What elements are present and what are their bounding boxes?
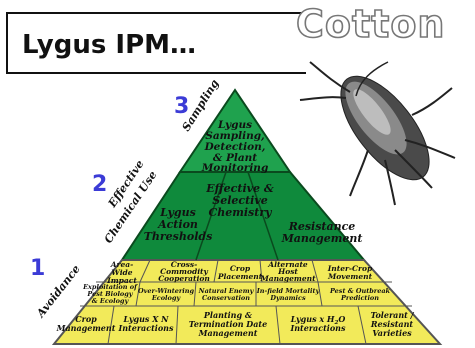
apex-line-5: Monitoring — [201, 162, 269, 174]
base-natural-enemy-line-2: Conservation — [202, 294, 250, 302]
middle-center-line-3: Chemistry — [208, 206, 273, 219]
base-crop-placement-line-2: Placement — [217, 272, 263, 281]
base-crop-management-line-2: Management — [56, 323, 116, 333]
tier-number-2: 2 — [92, 172, 107, 197]
middle-right-line-2: Management — [281, 232, 363, 245]
base-overwintering-line-2: Ecology — [151, 294, 182, 302]
base-alternate-line-3: Management — [259, 274, 316, 283]
base-tolerant-line-3: Varieties — [372, 328, 412, 338]
tier-number-1: 1 — [30, 256, 45, 281]
base-lygus-n-line-2: Interactions — [117, 323, 174, 333]
tier-number-3: 3 — [174, 94, 189, 119]
base-infield-line-2: Dynamics — [269, 294, 306, 302]
base-intercrop-line-2: Movement — [327, 272, 373, 281]
base-cross-line-3: Cooperation — [158, 274, 210, 283]
base-planting-line-3: Management — [198, 328, 258, 338]
lygus-bug-illustration — [300, 62, 455, 205]
base-exploitation-line-3: & Ecology — [92, 297, 130, 305]
base-lygus-h2o-line-2: Interactions — [289, 323, 346, 333]
middle-left-line-3: Thresholds — [144, 230, 213, 243]
base-pest-outbreak-line-2: Prediction — [340, 294, 379, 302]
